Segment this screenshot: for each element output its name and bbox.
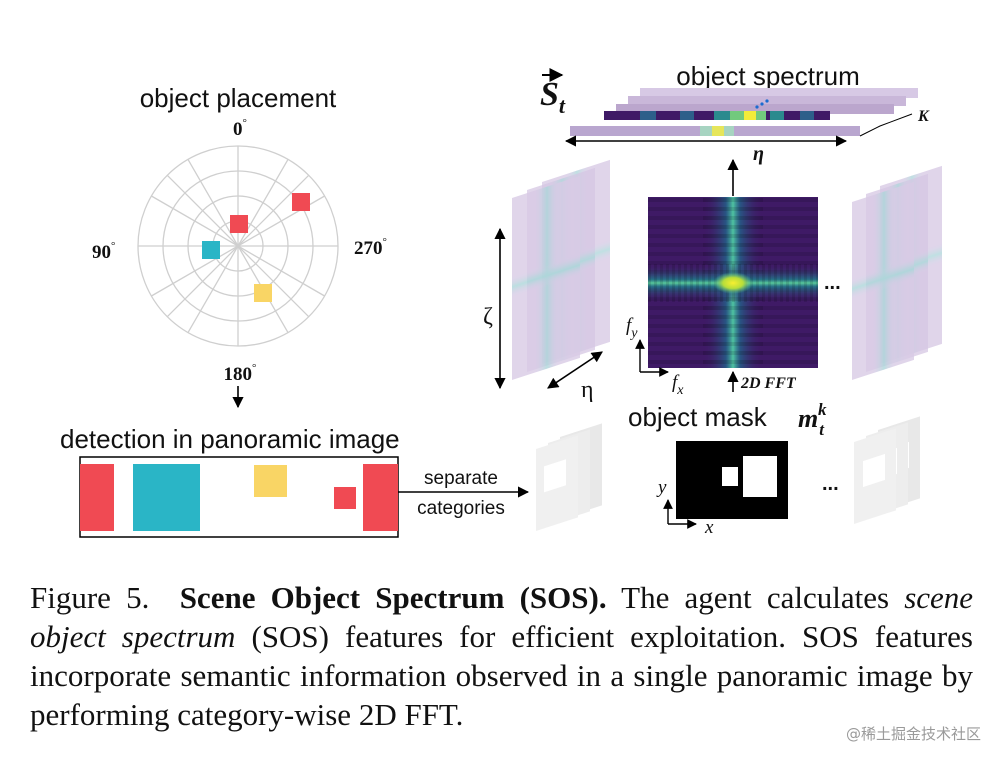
k-bracket — [859, 113, 913, 137]
polar-marker-red-outer — [292, 193, 310, 211]
spectrum-strip-back-1 — [616, 104, 894, 114]
object-spectrum-panel: object spectrum St K η — [540, 61, 930, 165]
fft-label: 2D FFT — [740, 375, 797, 392]
polar-plot: object placement 0° 90° 270° 180° — [92, 83, 387, 409]
mask-object-large — [743, 456, 777, 497]
detection-box-teal — [133, 464, 200, 531]
mask-ellipsis: ... — [822, 473, 839, 495]
figure-diagram: object placement 0° 90° 270° 180° detect… — [60, 61, 942, 538]
k-label: K — [917, 108, 930, 125]
detection-title: detection in panoramic image — [60, 424, 400, 454]
eta-axis-left — [547, 351, 603, 389]
categories-label: categories — [417, 498, 505, 519]
spectrum-dot-3 — [765, 99, 769, 103]
fy-label: fy — [626, 315, 638, 341]
angle-label-0: 0° — [233, 117, 247, 140]
spectrum-symbol: St — [540, 76, 566, 118]
mask-y-label: y — [656, 477, 667, 498]
figure-caption: Figure 5. Scene Object Spectrum (SOS). T… — [30, 578, 973, 734]
caption-italic: scene object spectrum — [30, 580, 974, 654]
category-mask-stack-left — [536, 423, 602, 531]
angle-label-180: 180° — [224, 362, 257, 385]
watermark: @稀土掘金技术社区 — [845, 725, 981, 743]
eta-label-top: η — [753, 143, 764, 165]
angle-label-90: 90° — [92, 240, 115, 263]
fft-ellipsis: ... — [824, 272, 841, 294]
spectrum-strip-second — [570, 126, 860, 136]
caption-bold: Scene Object Spectrum (SOS). — [179, 580, 607, 615]
caption-prefix: Figure 5. — [30, 580, 150, 615]
caption-text1: The agent calculates — [606, 580, 905, 615]
eta-label-left: η — [581, 377, 594, 403]
polar-marker-yellow — [254, 284, 272, 302]
spectrum-stack-right — [852, 165, 942, 380]
spectrum-dot-2 — [760, 102, 764, 106]
caption-text2: (SOS) features for efficient exploitatio… — [30, 619, 973, 732]
polar-marker-red-inner — [230, 215, 248, 233]
detection-panel: detection in panoramic image separate ca… — [60, 424, 530, 538]
spectrum-strip-front — [604, 111, 830, 120]
spectrum-dot-1 — [755, 105, 759, 109]
polar-grid — [137, 145, 339, 347]
object-mask-panel: object mask mtk y x ... — [628, 400, 839, 538]
spectrum-strip-back-3 — [640, 88, 918, 98]
object-mask-symbol: mtk — [798, 400, 827, 439]
fx-label: fx — [672, 372, 684, 398]
angle-label-270: 270° — [354, 236, 387, 259]
fft-spectrum-image — [648, 197, 818, 368]
detection-box-red-left — [80, 464, 114, 531]
object-spectrum-title: object spectrum — [676, 61, 860, 91]
mask-object-small — [722, 467, 738, 486]
zeta-label: ζ — [483, 304, 493, 330]
polar-title: object placement — [140, 83, 337, 113]
spectrum-stack-left: ζ η — [483, 159, 610, 403]
mask-x-label: x — [704, 517, 714, 538]
detection-box-red-right — [363, 464, 398, 531]
polar-marker-teal — [202, 241, 220, 259]
separate-label: separate — [424, 468, 498, 489]
detection-box-red-small — [334, 487, 356, 509]
detection-box-yellow — [254, 465, 287, 497]
category-mask-stack-right — [854, 416, 920, 524]
object-mask-title: object mask — [628, 402, 768, 432]
